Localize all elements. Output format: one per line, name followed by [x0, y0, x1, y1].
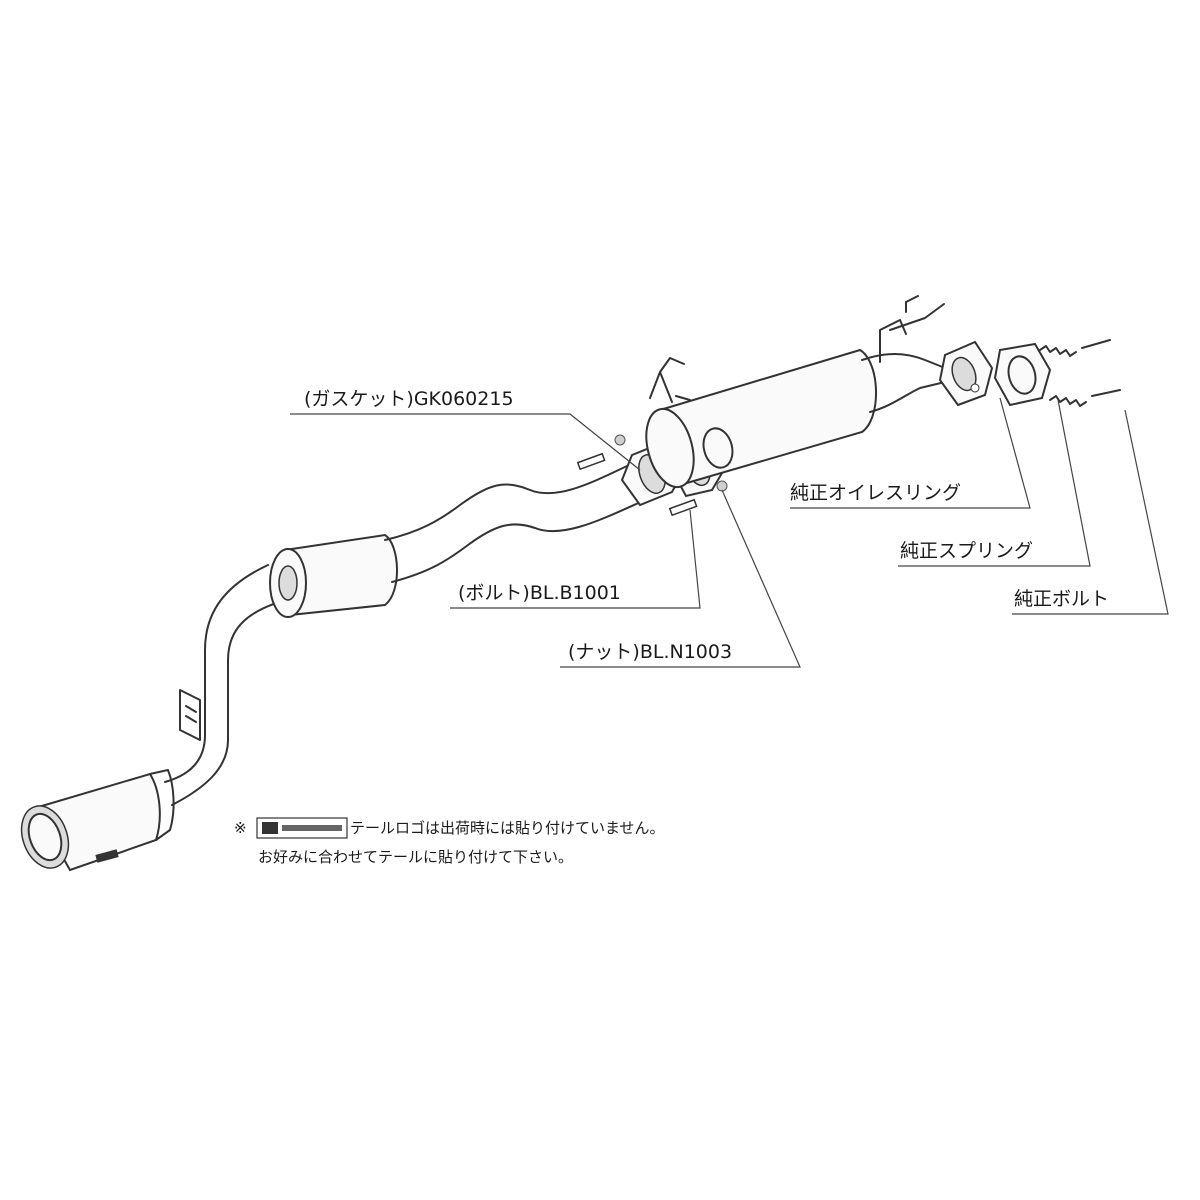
leader-lines: [290, 397, 1169, 668]
note-line1: テールロゴは出荷時には貼り付けていません。: [350, 819, 665, 837]
label-spring: 純正スプリング: [900, 540, 1033, 562]
tail-pipe: [164, 564, 303, 806]
resonator: [269, 533, 398, 618]
label-nut: (ナット)BL.N1003: [568, 641, 732, 663]
exhaust-system: [20, 295, 1121, 872]
tail-logo-icon: [256, 817, 348, 839]
label-gasket: (ガスケット)GK060215: [304, 388, 514, 410]
note-line2: お好みに合わせてテールに貼り付けて下さい。: [258, 848, 573, 866]
note-mark: ※: [234, 819, 247, 837]
front-pipe: [861, 295, 951, 413]
label-oilless-ring: 純正オイレスリング: [790, 482, 961, 504]
main-muffler: [645, 348, 878, 489]
front-flange: [938, 339, 1121, 407]
mid-pipe: [384, 459, 651, 583]
tail-tip: [20, 769, 175, 872]
label-genuine-bolt: 純正ボルト: [1014, 588, 1109, 610]
note: ※ テールロゴは出荷時には貼り付けていません。 お好みに合わせてテールに貼り付け…: [234, 817, 665, 866]
label-bolt: (ボルト)BL.B1001: [458, 582, 621, 604]
